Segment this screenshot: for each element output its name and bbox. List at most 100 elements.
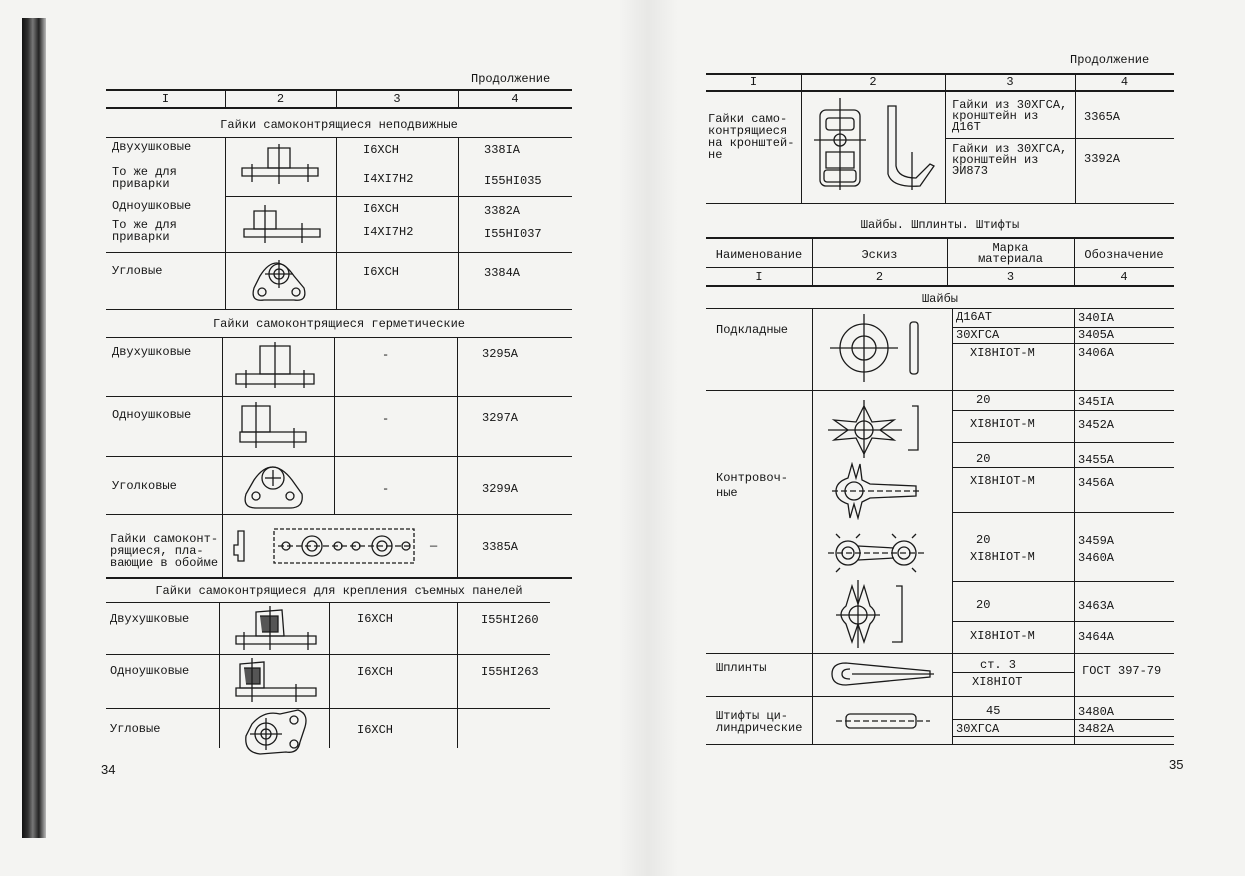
grade-cell: I6XCH <box>357 665 394 679</box>
code-cell: I55HI035 <box>484 174 542 188</box>
flat-washer-sketch <box>828 312 928 384</box>
code-cell: 3456A <box>1078 476 1115 490</box>
code-cell: 3384A <box>484 266 521 280</box>
code-cell: 3297A <box>482 411 519 425</box>
subsection-title: Шайбы <box>921 292 958 306</box>
cylindrical-pin-sketch <box>836 708 932 734</box>
header-cell: I <box>161 92 170 106</box>
code-cell: 3459A <box>1078 534 1115 548</box>
code-cell: I55HI037 <box>484 227 542 241</box>
header-cell: Обозначение <box>1084 248 1164 262</box>
header-num-cell: I <box>755 270 763 284</box>
grade-cell: - <box>382 412 390 426</box>
header-cell: I <box>749 75 758 89</box>
code-cell: 3365A <box>1084 110 1121 124</box>
grade-cell: ст. 3 <box>980 658 1017 672</box>
row-name: Контровоч- ные <box>716 471 789 500</box>
grade-cell: XI8HIOT-M <box>970 417 1035 431</box>
floating-nut-cage-sketch <box>230 523 418 569</box>
table-rule <box>106 89 572 91</box>
code-cell: ГОСТ 397-79 <box>1082 664 1162 678</box>
code-cell: 340IA <box>1078 311 1115 325</box>
grade-cell: XI8HIOT-M <box>970 474 1035 488</box>
header-cell: 4 <box>511 92 519 106</box>
header-cell: Марка материала <box>978 241 1043 266</box>
nut-corner-sketch <box>246 254 312 308</box>
row-name: Двухушковые <box>112 345 192 359</box>
header-num-cell: 2 <box>875 270 884 284</box>
continued-label: Продолжение <box>1070 53 1150 67</box>
row-name: Гайки само- контрящиеся на кронштей- не <box>708 112 795 162</box>
code-cell: 3295A <box>482 347 519 361</box>
row-name: То же для приварки <box>112 165 177 191</box>
nut-one-lug-sketch <box>240 203 324 245</box>
table-rule <box>106 107 572 109</box>
header-cell: 2 <box>276 92 285 106</box>
row-name: Угловые <box>112 264 163 278</box>
grade-cell: 45 <box>986 704 1001 718</box>
header-num-cell: 4 <box>1120 270 1128 284</box>
section-title: Шайбы. Шплинты. Штифты <box>860 218 1020 232</box>
row-name: Угловые <box>110 722 161 736</box>
sealed-nut-two-lug-sketch <box>232 342 318 390</box>
code-cell: 3405A <box>1078 328 1115 342</box>
row-name: Двухушковые <box>110 612 190 626</box>
sealed-nut-corner-sketch <box>238 458 310 512</box>
tab-washer-sketch-3 <box>828 530 928 576</box>
code-cell: 3452A <box>1078 418 1115 432</box>
tab-washer-sketch-1 <box>828 400 928 458</box>
grade-cell: 20 <box>976 452 991 466</box>
grade-cell: I6XCH <box>357 723 394 737</box>
code-cell: 3299A <box>482 482 519 496</box>
tab-washer-sketch-4 <box>836 580 922 648</box>
nut-two-lug-sketch <box>238 144 322 186</box>
page-number: 34 <box>101 762 116 777</box>
header-cell: 3 <box>1006 75 1014 89</box>
section-title: Гайки самоконтрящиеся для крепления съем… <box>155 584 523 598</box>
code-cell: 3385A <box>482 540 519 554</box>
grade-cell: I4XI7H2 <box>363 172 414 186</box>
grade-cell: Гайки из 30ХГСА, кронштейн из Д16Т <box>952 98 1068 134</box>
row-name: Подкладные <box>716 323 789 337</box>
code-cell: 3406A <box>1078 346 1115 360</box>
grade-cell: 30ХГСА <box>956 328 1000 342</box>
grade-cell: XI8HIOT <box>972 675 1023 689</box>
code-cell: 3392A <box>1084 152 1121 166</box>
cotter-pin-sketch <box>830 657 938 691</box>
grade-cell: — <box>430 539 438 553</box>
row-name: Одноушковые <box>112 199 192 213</box>
grade-cell: XI8HIOT-M <box>970 550 1035 564</box>
page-gutter <box>618 0 678 876</box>
section-title: Гайки самоконтрящиеся герметические <box>212 317 466 331</box>
sealed-nut-one-lug-sketch <box>236 402 312 450</box>
grade-cell: - <box>382 348 390 362</box>
panel-nut-corner-sketch <box>240 706 312 758</box>
row-name: Одноушковые <box>110 664 190 678</box>
bracket-nut-sketch <box>812 96 940 192</box>
code-cell: I55HI260 <box>481 613 539 627</box>
grade-cell: 20 <box>976 598 991 612</box>
header-cell: 4 <box>1120 75 1129 89</box>
section-title: Гайки самоконтрящиеся неподвижные <box>220 118 458 132</box>
grade-cell: - <box>382 482 390 496</box>
row-name: Уголковые <box>112 479 177 493</box>
grade-cell: XI8HIOT-M <box>970 346 1035 360</box>
code-cell: I55HI263 <box>481 665 539 679</box>
code-cell: 345IA <box>1078 395 1115 409</box>
code-cell: 3460A <box>1078 551 1115 565</box>
grade-cell: Д16АТ <box>956 310 993 324</box>
row-name: Шплинты <box>716 661 767 675</box>
page-number: 35 <box>1169 757 1184 772</box>
panel-nut-one-lug-sketch <box>232 658 322 704</box>
grade-cell: 20 <box>976 393 991 407</box>
header-cell: Наименование <box>715 248 803 262</box>
tab-washer-sketch-2 <box>828 462 924 520</box>
row-name: Гайки самоконт- рящиеся, пла- вающие в о… <box>110 532 219 570</box>
grade-cell: I6XCH <box>357 612 394 626</box>
grade-cell: 30ХГСА <box>956 722 1000 736</box>
panel-nut-two-lug-sketch <box>232 606 322 652</box>
grade-cell: 20 <box>976 533 991 547</box>
grade-cell: Гайки из 30ХГСА, кронштейн из ЭИ873 <box>952 142 1068 178</box>
book-spine <box>22 18 46 838</box>
row-name: Штифты ци- линдрические <box>716 709 803 735</box>
